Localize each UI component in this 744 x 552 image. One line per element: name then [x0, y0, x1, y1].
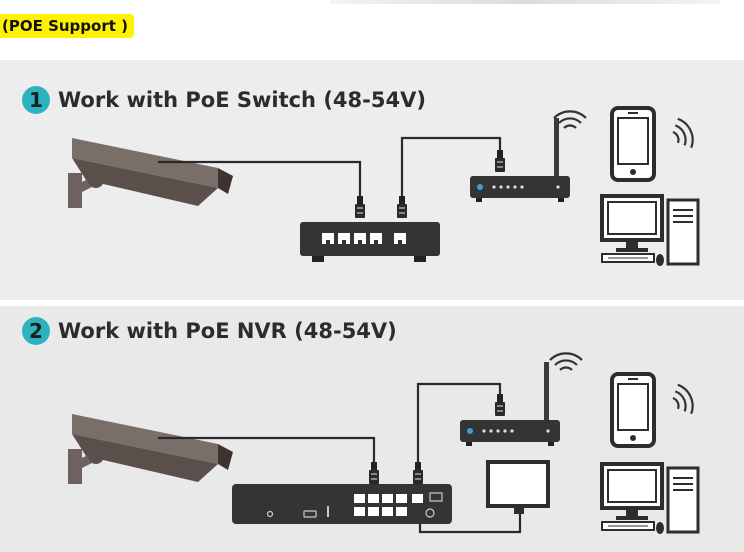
monitor	[486, 460, 550, 514]
poe-nvr	[232, 484, 452, 524]
desktop-pc-2	[600, 462, 700, 536]
desktop-pc-1	[600, 194, 700, 268]
smartphone-2	[610, 372, 699, 448]
section-1-number: 1	[22, 86, 50, 114]
poe-support-badge: (POE Support )	[0, 14, 134, 38]
smartphone-1	[610, 106, 699, 182]
poe-switch	[300, 222, 440, 262]
ip-camera-2	[68, 414, 233, 484]
router-2	[460, 352, 584, 446]
top-divider	[330, 0, 720, 4]
section-1-title: Work with PoE Switch (48-54V)	[58, 88, 426, 112]
ip-camera-1	[68, 138, 233, 208]
section-2-title: Work with PoE NVR (48-54V)	[58, 319, 397, 343]
section-2-heading: 2 Work with PoE NVR (48-54V)	[22, 317, 397, 345]
section-1-heading: 1 Work with PoE Switch (48-54V)	[22, 86, 426, 114]
cables-2	[158, 382, 522, 534]
cables-1	[158, 136, 502, 198]
section-2-number: 2	[22, 317, 50, 345]
router-1	[470, 110, 588, 202]
